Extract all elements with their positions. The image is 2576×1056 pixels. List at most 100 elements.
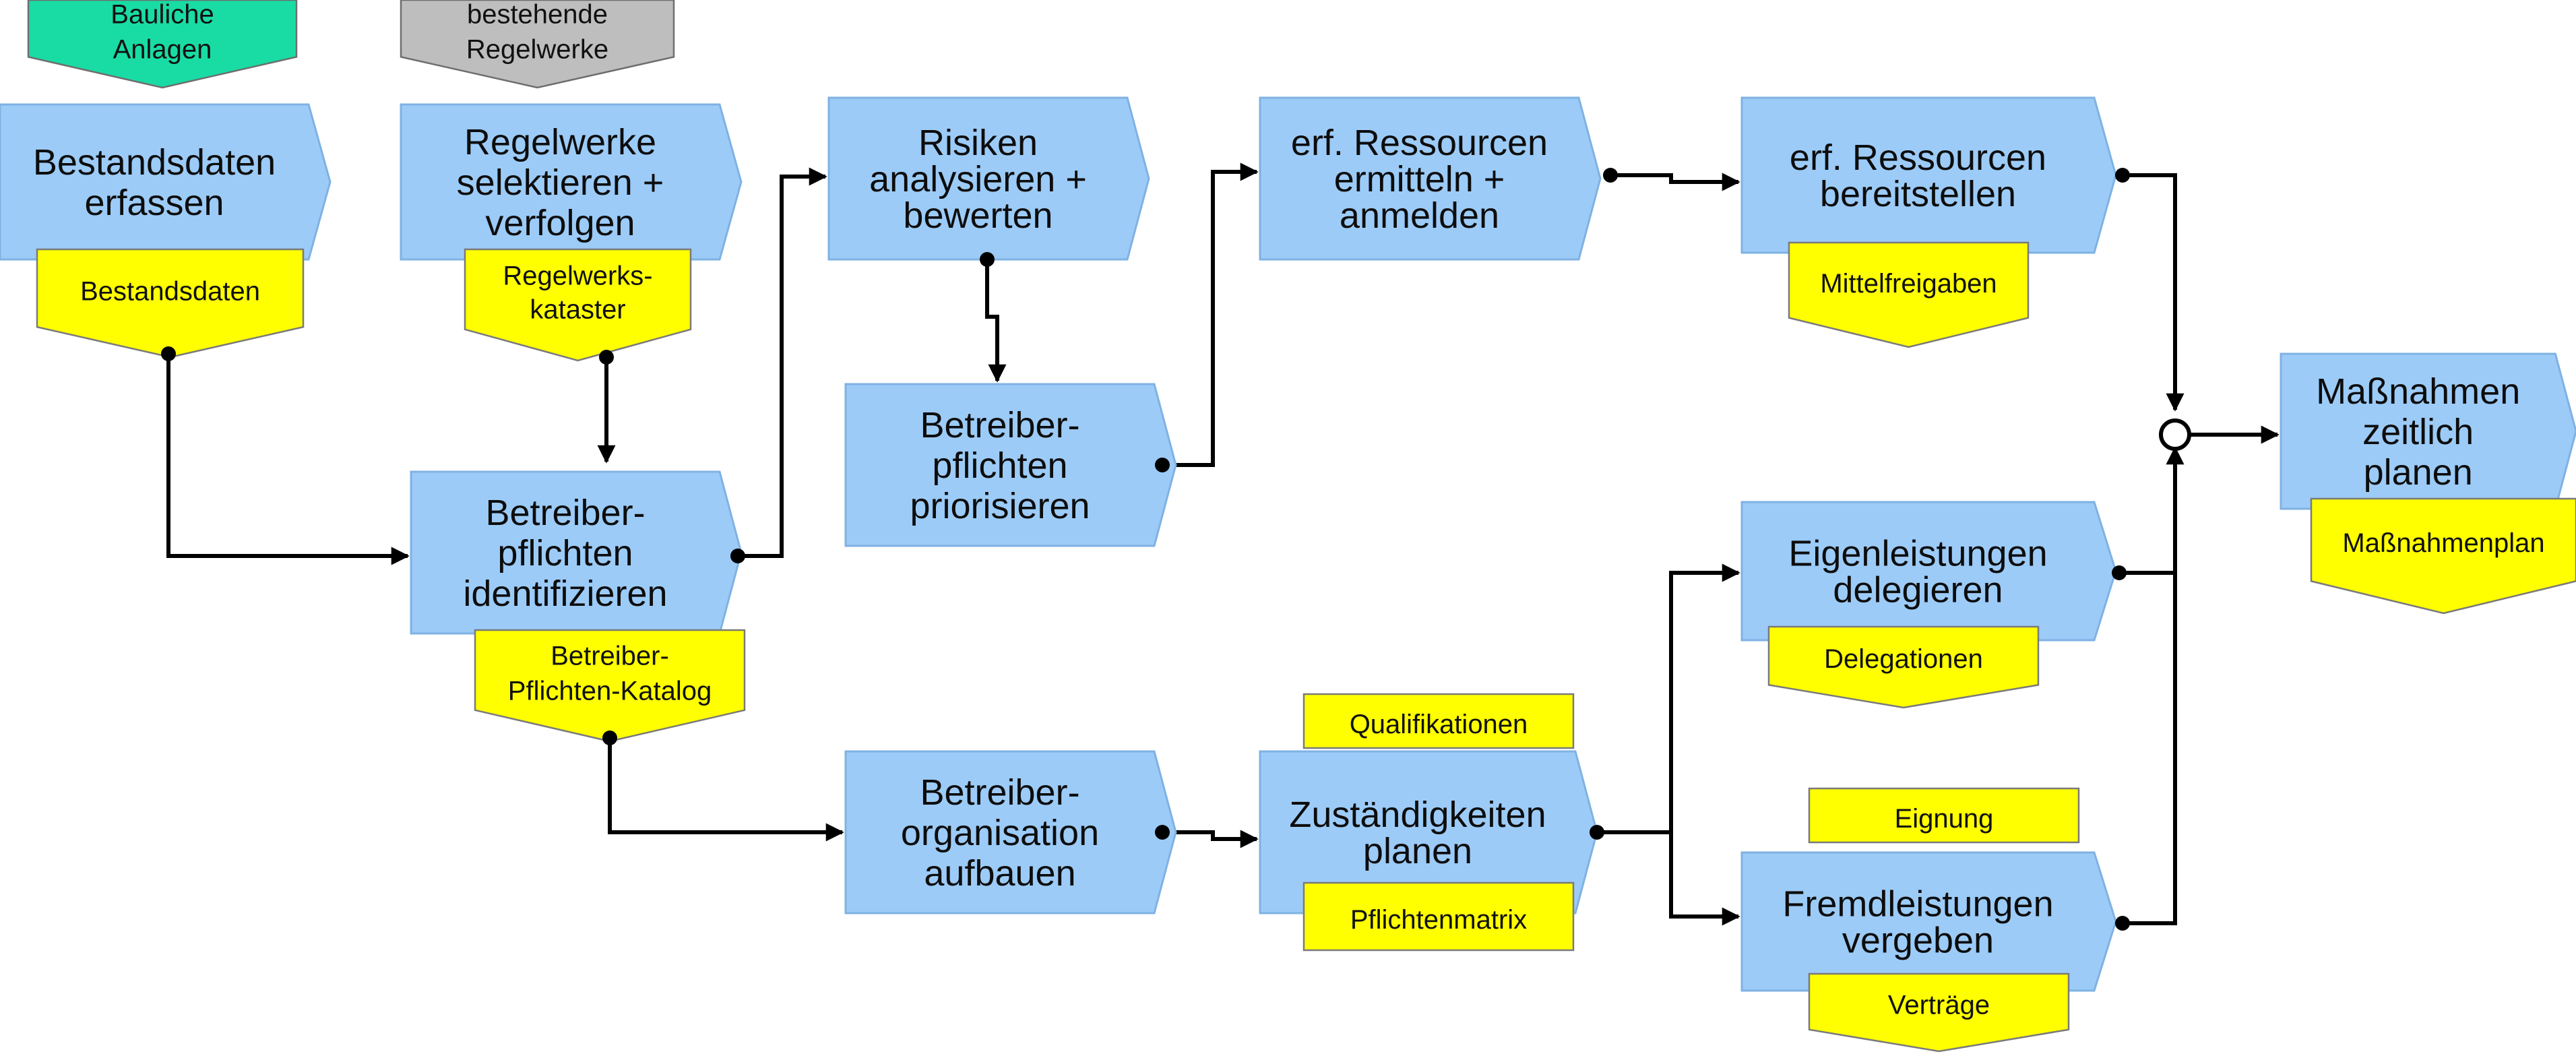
document-mittelfreigaben: Mittelfreigaben [1788,241,2030,348]
conn-priorisieren-ressourcen [1162,162,1259,467]
document-vertraege-shape [1808,972,2070,1053]
conn-split-fremdleistungen [1669,832,1740,926]
document-pflichtenmatrix-line: Pflichtenmatrix [1350,905,1527,935]
process-regelwerke-selektieren-line: Regelwerke [464,122,656,162]
input-bauliche-anlagen-line: Bauliche [111,0,214,29]
document-pflichten-katalog-line: Betreiber- [551,641,669,671]
dot-kataster [599,350,614,365]
document-qualifikationen: Qualifikationen [1302,693,1575,749]
process-pflichten-identifizieren-line: Betreiber- [485,493,645,533]
process-massnahmen-planen-line: planen [2364,452,2473,493]
dot-identifizieren [730,549,745,563]
conn-fremdleistungen-merge [2123,446,2185,925]
input-bauliche-anlagen-line: Anlagen [113,34,212,64]
dot-bestandsdaten [161,346,176,361]
conn-ermitteln-bereitstellen [1610,173,1740,191]
process-eigenleistungen-delegieren-line: delegieren [1833,569,2003,610]
input-bauliche-anlagen-shape [27,0,298,89]
process-fremdleistungen-vergeben-line: vergeben [1842,920,1994,960]
process-risiken-analysieren-line: bewerten [903,195,1053,236]
process-bestandsdaten-erfassen-line: erfassen [84,183,224,223]
process-pflichten-identifizieren-shape [410,470,743,635]
process-zustaendigkeiten-planen-line: planen [1363,831,1472,871]
process-pflichten-priorisieren-line: Betreiber- [920,405,1079,445]
document-qualifikationen-shape [1302,693,1575,749]
document-delegationen-shape [1767,625,2040,709]
process-regelwerke-selektieren-shape [400,103,743,261]
document-eignung: Eignung [1808,787,2080,844]
document-eignung-line: Eignung [1895,804,1994,834]
dot-bereitstellen [2115,168,2130,183]
process-eigenleistungen-delegieren-line: Eigenleistungen [1788,533,2047,573]
input-bestehende-regelwerke-line: Regelwerke [466,34,608,64]
dot-risiken [980,252,995,267]
document-mittelfreigaben-line: Mittelfreigaben [1820,269,1997,299]
dot-fremdleistungen [2115,916,2130,931]
document-regelwerkskataster-shape [464,248,692,362]
document-massnahmenplan-line: Maßnahmenplan [2342,528,2544,558]
document-vertraege: Verträge [1808,972,2070,1053]
dot-organisation [1155,825,1170,840]
dot-eigenleistungen [2112,565,2127,580]
process-organisation-aufbauen-line: organisation [901,813,1099,853]
input-bestehende-regelwerke-shape [400,0,675,89]
document-regelwerkskataster-line: Regelwerks- [503,261,652,290]
conn-split-eigenleistungen [1669,563,1740,832]
document-delegationen: Delegationen [1767,625,2040,709]
process-fremdleistungen-vergeben-line: Fremdleistungen [1782,883,2053,924]
process-massnahmen-planen-line: Maßnahmen [2316,371,2520,412]
process-ressourcen-bereitstellen-shape [1740,96,2117,254]
conn-bestandsdaten-identifizieren [166,354,410,565]
conn-katalog-organisation [608,738,844,842]
document-pflichten-katalog-line: Pflichten-Katalog [508,676,712,706]
process-organisation-aufbauen-line: Betreiber- [920,772,1079,813]
conn-risiken-priorisieren [985,259,1007,383]
process-ressourcen-ermitteln-shape [1259,96,1602,261]
process-fremdleistungen-vergeben-shape [1740,851,2117,992]
process-ressourcen-ermitteln-line: anmelden [1340,195,1499,236]
document-regelwerkskataster: Regelwerks-kataster [464,248,692,362]
process-pflichten-priorisieren-line: pflichten [932,445,1067,486]
process-ressourcen-bereitstellen-line: bereitstellen [1820,174,2016,214]
dot-katalog [602,731,617,745]
process-pflichten-identifizieren-line: pflichten [497,533,633,573]
input-bestehende-regelwerke-line: bestehende [467,0,608,29]
merge-junction [2159,418,2191,451]
document-pflichtenmatrix: Pflichtenmatrix [1302,881,1575,952]
process-ressourcen-ermitteln-line: erf. Ressourcen [1291,123,1548,163]
process-zustaendigkeiten-planen-line: Zuständigkeiten [1289,795,1546,835]
document-bestandsdaten: Bestandsdaten [36,248,305,359]
process-pflichten-priorisieren-shape [844,383,1177,547]
document-delegationen-line: Delegationen [1824,644,1983,674]
document-pflichten-katalog: Betreiber- Pflichten-Katalog [474,629,746,743]
document-massnahmenplan-shape [2310,497,2576,615]
dot-ermitteln [1603,168,1618,183]
document-mittelfreigaben-shape [1788,241,2030,348]
process-risiken-analysieren-shape [827,96,1150,261]
process-massnahmen-planen-shape [2280,352,2576,510]
document-pflichtenmatrix-shape [1302,881,1575,952]
process-pflichten-identifizieren-line: identifizieren [463,573,667,614]
conn-bereitstellen-merge [2123,173,2185,412]
process-risiken-analysieren-line: analysieren + [869,159,1087,199]
process-organisation-aufbauen-shape [844,750,1177,914]
process-organisation-aufbauen-line: aufbauen [924,853,1075,894]
process-regelwerke-selektieren-line: selektieren + [457,162,664,203]
document-qualifikationen-line: Qualifikationen [1350,710,1528,739]
process-zustaendigkeiten-planen-shape [1259,750,1598,914]
process-ressourcen-bereitstellen-line: erf. Ressourcen [1790,137,2046,178]
